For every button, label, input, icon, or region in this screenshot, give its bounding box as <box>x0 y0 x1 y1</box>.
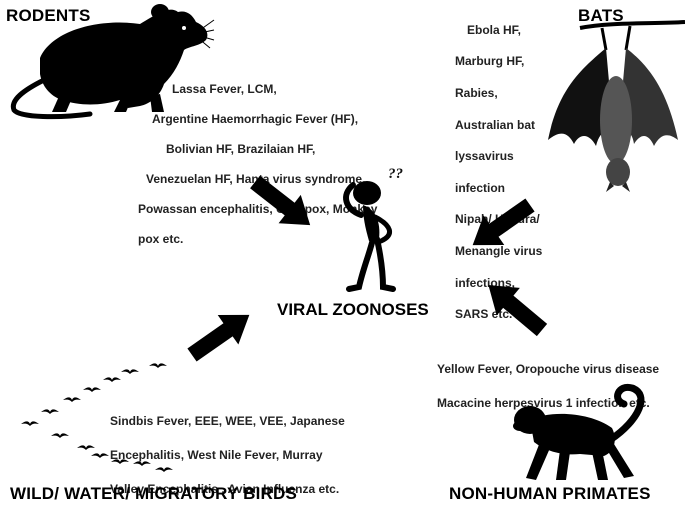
bats-line: infections, <box>455 275 516 290</box>
arrow-from-bats <box>472 198 535 246</box>
bats-line: Marburg HF, <box>455 54 525 69</box>
rodents-heading: RODENTS <box>6 6 91 25</box>
birds-heading: WILD/ WATER/ MIGRATORY BIRDS <box>10 484 298 503</box>
bats-line: Rabies, <box>455 85 498 100</box>
primates-heading: NON-HUMAN PRIMATES <box>449 484 651 503</box>
arrow-from-primates <box>488 285 548 337</box>
confused-person-icon <box>343 181 396 292</box>
rodents-line: Bolivian HF, Brazilaian HF, <box>166 142 316 156</box>
rodents-line: Argentine Haemorrhagic Fever (HF), <box>152 112 359 126</box>
bats-heading: BATS <box>578 6 624 25</box>
primates-line: Yellow Fever, Oropouche virus disease <box>437 362 660 376</box>
hanging-bat-icon <box>548 20 685 192</box>
bats-line: Ebola HF, <box>467 22 522 37</box>
rat-silhouette-icon <box>10 4 215 120</box>
primates-diseases: Yellow Fever, Oropouche virus disease Ma… <box>437 344 659 429</box>
bats-line: Menangle virus <box>455 243 543 258</box>
rodents-line: pox etc. <box>138 232 184 246</box>
arrow-from-birds <box>187 314 250 362</box>
arrow-from-rodents <box>250 175 311 226</box>
bats-line: Australian bat <box>455 117 536 132</box>
question-marks: ?? <box>388 166 403 182</box>
viral-zoonoses-title: VIRAL ZOONOSES <box>277 300 429 319</box>
birds-line: Sindbis Fever, EEE, WEE, VEE, Japanese <box>110 414 345 428</box>
birds-line: Encephalitis, West Nile Fever, Murray <box>110 448 323 462</box>
rodents-line: Lassa Fever, LCM, <box>172 82 277 96</box>
bats-diseases: Ebola HF, Marburg HF, Rabies, Australian… <box>455 7 542 339</box>
primates-line: Macacine herpesvirus 1 infection etc. <box>437 396 650 410</box>
monkey-silhouette-icon <box>513 383 645 480</box>
birds-diseases: Sindbis Fever, EEE, WEE, VEE, Japanese E… <box>110 396 345 515</box>
bats-line: lyssavirus <box>455 149 514 164</box>
birds-line: Valley Encephalitis , Avian Influenza et… <box>110 482 340 496</box>
bats-line: infection <box>455 180 505 195</box>
